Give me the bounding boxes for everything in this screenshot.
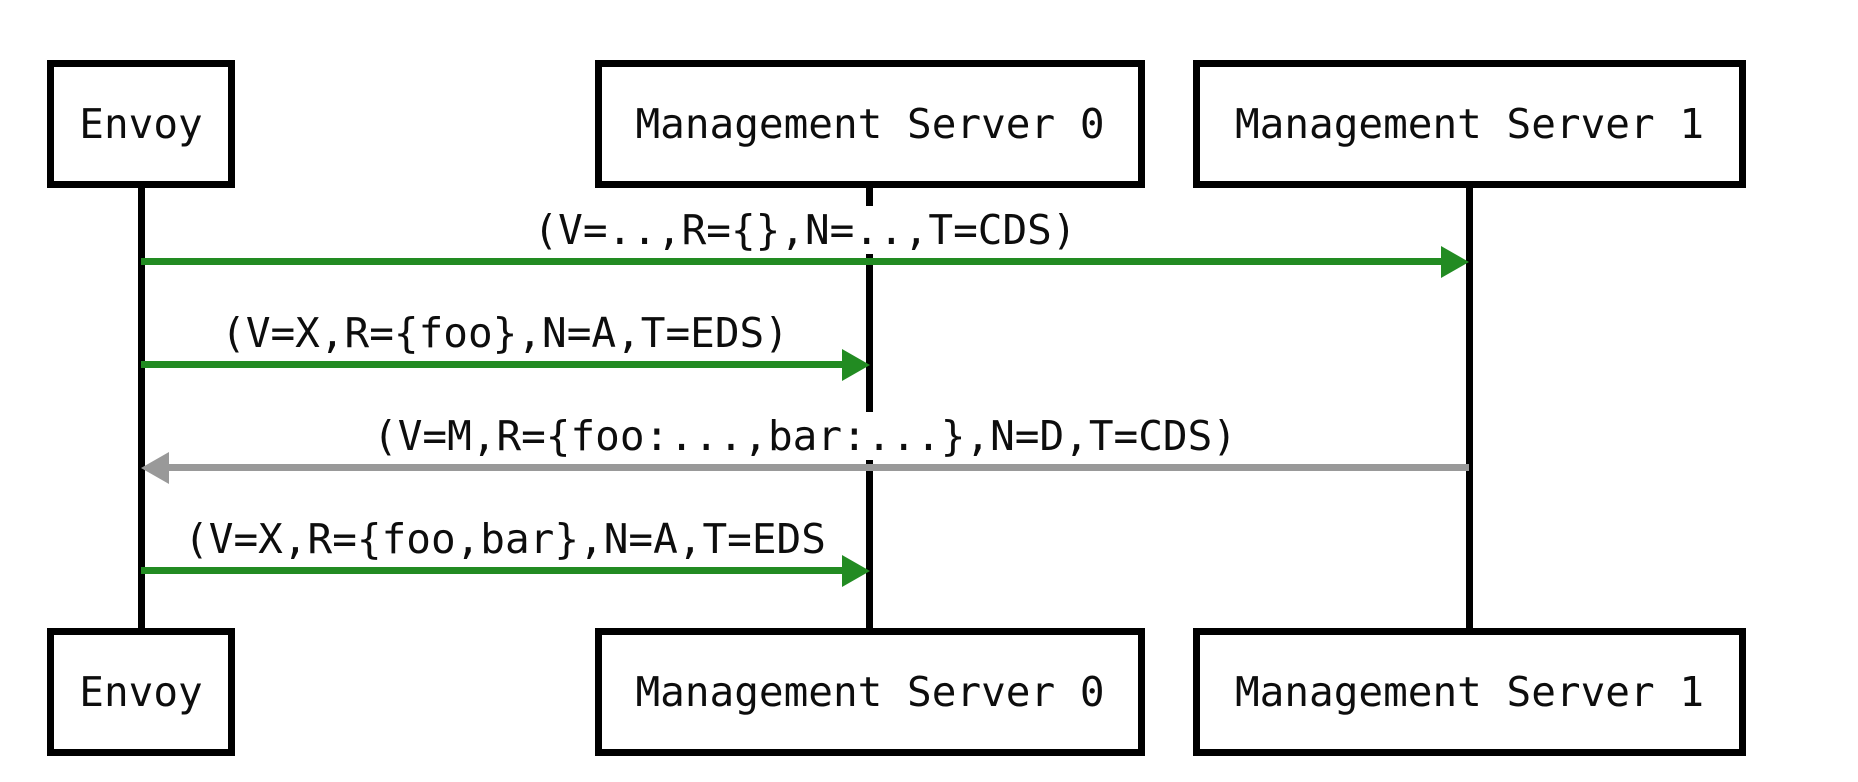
message-arrow-cds-response [169,464,1469,471]
message-label-eds-request-foo: (V=X,R={foo},N=A,T=EDS) [218,309,792,357]
arrowhead-left-icon [141,452,169,484]
lifeline-management-server-0 [866,188,873,628]
actor-label-management-server-0-top: Management Server 0 [635,100,1105,148]
actor-label-management-server-1-bottom: Management Server 1 [1235,668,1704,716]
message-arrow-eds-request-foo-bar [141,567,842,574]
message-arrow-cds-request [141,258,1441,265]
arrowhead-right-icon [842,349,870,381]
actor-label-envoy-bottom: Envoy [79,668,203,716]
message-label-cds-request: (V=..,R={},N=..,T=CDS) [530,206,1080,254]
lifeline-envoy [138,188,145,628]
lifeline-management-server-1 [1466,188,1473,628]
actor-label-management-server-1-top: Management Server 1 [1235,100,1704,148]
actor-box-management-server-0-bottom: Management Server 0 [595,628,1145,756]
actor-box-envoy-bottom: Envoy [47,628,235,756]
message-label-eds-request-foo-bar: (V=X,R={foo,bar},N=A,T=EDS [181,515,829,563]
actor-box-management-server-1-bottom: Management Server 1 [1193,628,1746,756]
actor-box-management-server-0-top: Management Server 0 [595,60,1145,188]
actor-label-envoy-top: Envoy [79,100,203,148]
message-label-cds-response: (V=M,R={foo:...,bar:...},N=D,T=CDS) [370,412,1240,460]
arrowhead-right-icon [842,555,870,587]
actor-label-management-server-0-bottom: Management Server 0 [635,668,1105,716]
message-arrow-eds-request-foo [141,361,842,368]
arrowhead-right-icon [1441,246,1469,278]
actor-box-envoy-top: Envoy [47,60,235,188]
actor-box-management-server-1-top: Management Server 1 [1193,60,1746,188]
